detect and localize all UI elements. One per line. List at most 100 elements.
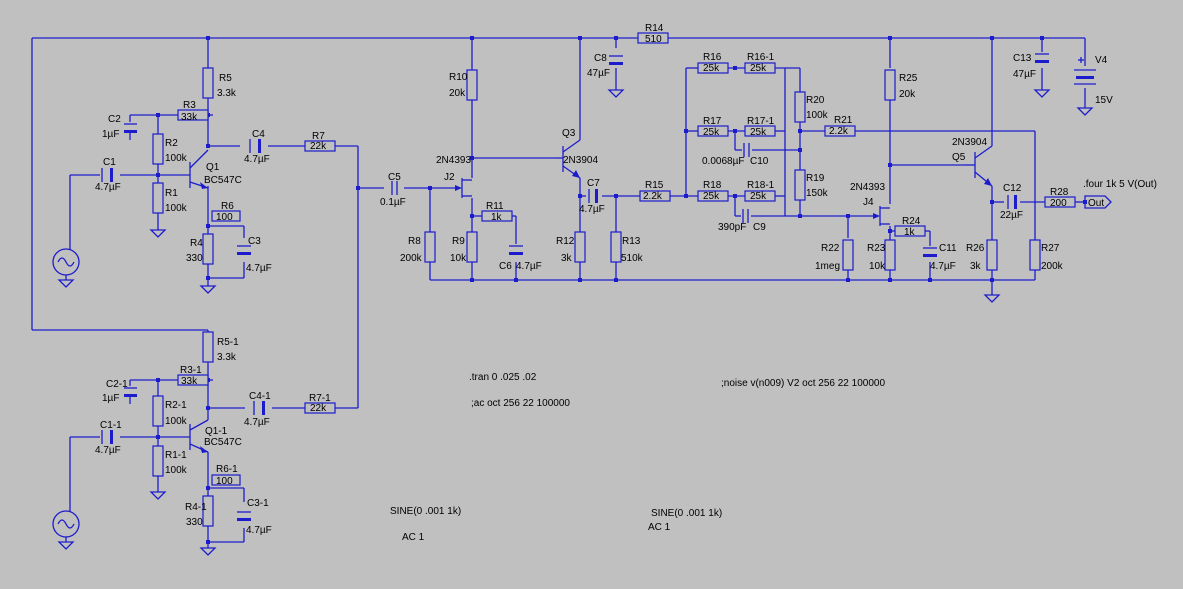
capacitor-c7[interactable] [588, 189, 598, 203]
resistor-r17[interactable] [697, 125, 729, 137]
capacitor-c4-1[interactable] [253, 401, 265, 415]
resistor-r3-1[interactable] [177, 374, 209, 386]
jfet-j4[interactable] [873, 206, 890, 226]
resistor-r17-1[interactable] [744, 125, 776, 137]
capacitor-c9[interactable] [742, 209, 749, 223]
label-r3-value: 33k [181, 112, 198, 123]
battery-v4[interactable] [1074, 57, 1096, 85]
label-r23-value: 10k [869, 261, 886, 272]
resistor-r2[interactable] [152, 133, 164, 165]
capacitor-c3-1[interactable] [237, 511, 251, 521]
signal-source-2[interactable] [52, 510, 80, 542]
label-c4-value: 4.7µF [244, 154, 270, 165]
resistor-r16[interactable] [697, 62, 729, 74]
resistor-r28[interactable] [1044, 196, 1076, 208]
label-r2-value: 100k [165, 153, 188, 164]
source1-ac[interactable]: AC 1 [402, 532, 425, 543]
directive-ac[interactable]: ;ac oct 256 22 100000 [471, 398, 570, 409]
resistor-r22[interactable] [842, 239, 854, 271]
resistor-r25[interactable] [884, 69, 896, 101]
capacitor-c1-1[interactable] [101, 430, 113, 444]
resistor-r11[interactable] [481, 210, 513, 222]
source2-sine[interactable]: SINE(0 .001 1k) [651, 508, 722, 519]
resistors [152, 32, 1076, 527]
capacitor-c5[interactable] [391, 181, 398, 195]
resistor-r9[interactable] [466, 231, 478, 263]
resistor-r7[interactable] [304, 140, 336, 152]
signal-source-1[interactable] [52, 248, 80, 280]
capacitor-c2-1[interactable] [124, 387, 137, 404]
directive-noise[interactable]: ;noise v(n009) V2 oct 256 22 100000 [721, 378, 885, 389]
label-q5: Q5 [952, 152, 966, 163]
label-q1-1-model: BC547C [204, 437, 242, 448]
resistor-r6-1[interactable] [211, 474, 241, 486]
output-flag[interactable] [1084, 195, 1112, 209]
label-c10-value: 0.0068µF [702, 156, 744, 167]
directive-tran[interactable]: .tran 0 .025 .02 [469, 372, 537, 383]
label-r26: R26 [966, 243, 985, 254]
label-q5-model: 2N3904 [952, 137, 987, 148]
resistor-r15[interactable] [639, 190, 671, 202]
resistor-r27[interactable] [1029, 239, 1041, 271]
resistor-r5[interactable] [202, 67, 214, 99]
resistor-r4-1[interactable] [202, 495, 214, 527]
resistor-r10[interactable] [466, 69, 478, 101]
resistor-r20[interactable] [794, 91, 806, 123]
label-r3-1-value: 33k [181, 376, 198, 387]
transistor-q5[interactable] [965, 145, 993, 187]
resistor-r1[interactable] [152, 182, 164, 214]
capacitor-c4[interactable] [249, 139, 261, 153]
resistor-r13[interactable] [610, 231, 622, 263]
resistor-r21[interactable] [824, 125, 856, 137]
transistor-q1[interactable] [189, 149, 209, 189]
resistor-r7-1[interactable] [304, 402, 336, 414]
capacitor-c8[interactable] [609, 55, 623, 65]
capacitor-c2[interactable] [124, 123, 137, 140]
label-r5-value: 3.3k [217, 88, 237, 99]
label-j4-model: 2N4393 [850, 182, 885, 193]
wires [31, 37, 1086, 548]
resistor-r23[interactable] [884, 239, 896, 271]
capacitors [101, 53, 1049, 521]
label-r4-1-value: 330 [186, 517, 203, 528]
label-r2: R2 [165, 138, 178, 149]
resistor-r16-1[interactable] [744, 62, 776, 74]
label-r9: R9 [452, 236, 465, 247]
capacitor-c11[interactable] [923, 247, 937, 257]
resistor-r26[interactable] [986, 239, 998, 271]
capacitor-c13[interactable] [1035, 53, 1049, 63]
ground-icon [199, 547, 217, 556]
label-c3-1-value: 4.7µF [246, 525, 272, 536]
resistor-r6[interactable] [211, 210, 241, 222]
transistor-q3[interactable] [555, 139, 581, 179]
capacitor-c1[interactable] [101, 168, 113, 182]
source2-ac[interactable]: AC 1 [648, 522, 671, 533]
capacitor-c6[interactable] [509, 245, 523, 255]
resistor-r8[interactable] [424, 231, 436, 263]
capacitor-c3[interactable] [237, 245, 251, 255]
resistor-r24[interactable] [894, 225, 926, 237]
label-r4-1: R4-1 [185, 502, 207, 513]
capacitor-c10[interactable] [743, 143, 750, 157]
resistor-r4[interactable] [202, 233, 214, 265]
resistor-r3[interactable] [177, 109, 209, 121]
label-r25-value: 20k [899, 89, 916, 100]
transistor-q1-1[interactable] [189, 419, 209, 453]
label-j2: J2 [444, 172, 455, 183]
resistor-r5-1[interactable] [202, 331, 214, 363]
label-r15-value: 2.2k [643, 191, 663, 202]
label-v4: V4 [1095, 55, 1108, 66]
capacitor-c12[interactable] [1007, 195, 1017, 209]
resistor-r2-1[interactable] [152, 395, 164, 427]
resistor-r18[interactable] [697, 190, 729, 202]
resistor-r1-1[interactable] [152, 445, 164, 477]
resistor-r18-1[interactable] [744, 190, 776, 202]
jfet-j2[interactable] [455, 178, 472, 198]
source1-sine[interactable]: SINE(0 .001 1k) [390, 506, 461, 517]
resistor-r14[interactable] [637, 32, 669, 44]
label-c5: C5 [388, 172, 401, 183]
resistor-r19[interactable] [794, 169, 806, 201]
label-q1-1: Q1-1 [205, 426, 228, 437]
label-r14-value: 510 [645, 34, 662, 45]
resistor-r12[interactable] [574, 231, 586, 263]
